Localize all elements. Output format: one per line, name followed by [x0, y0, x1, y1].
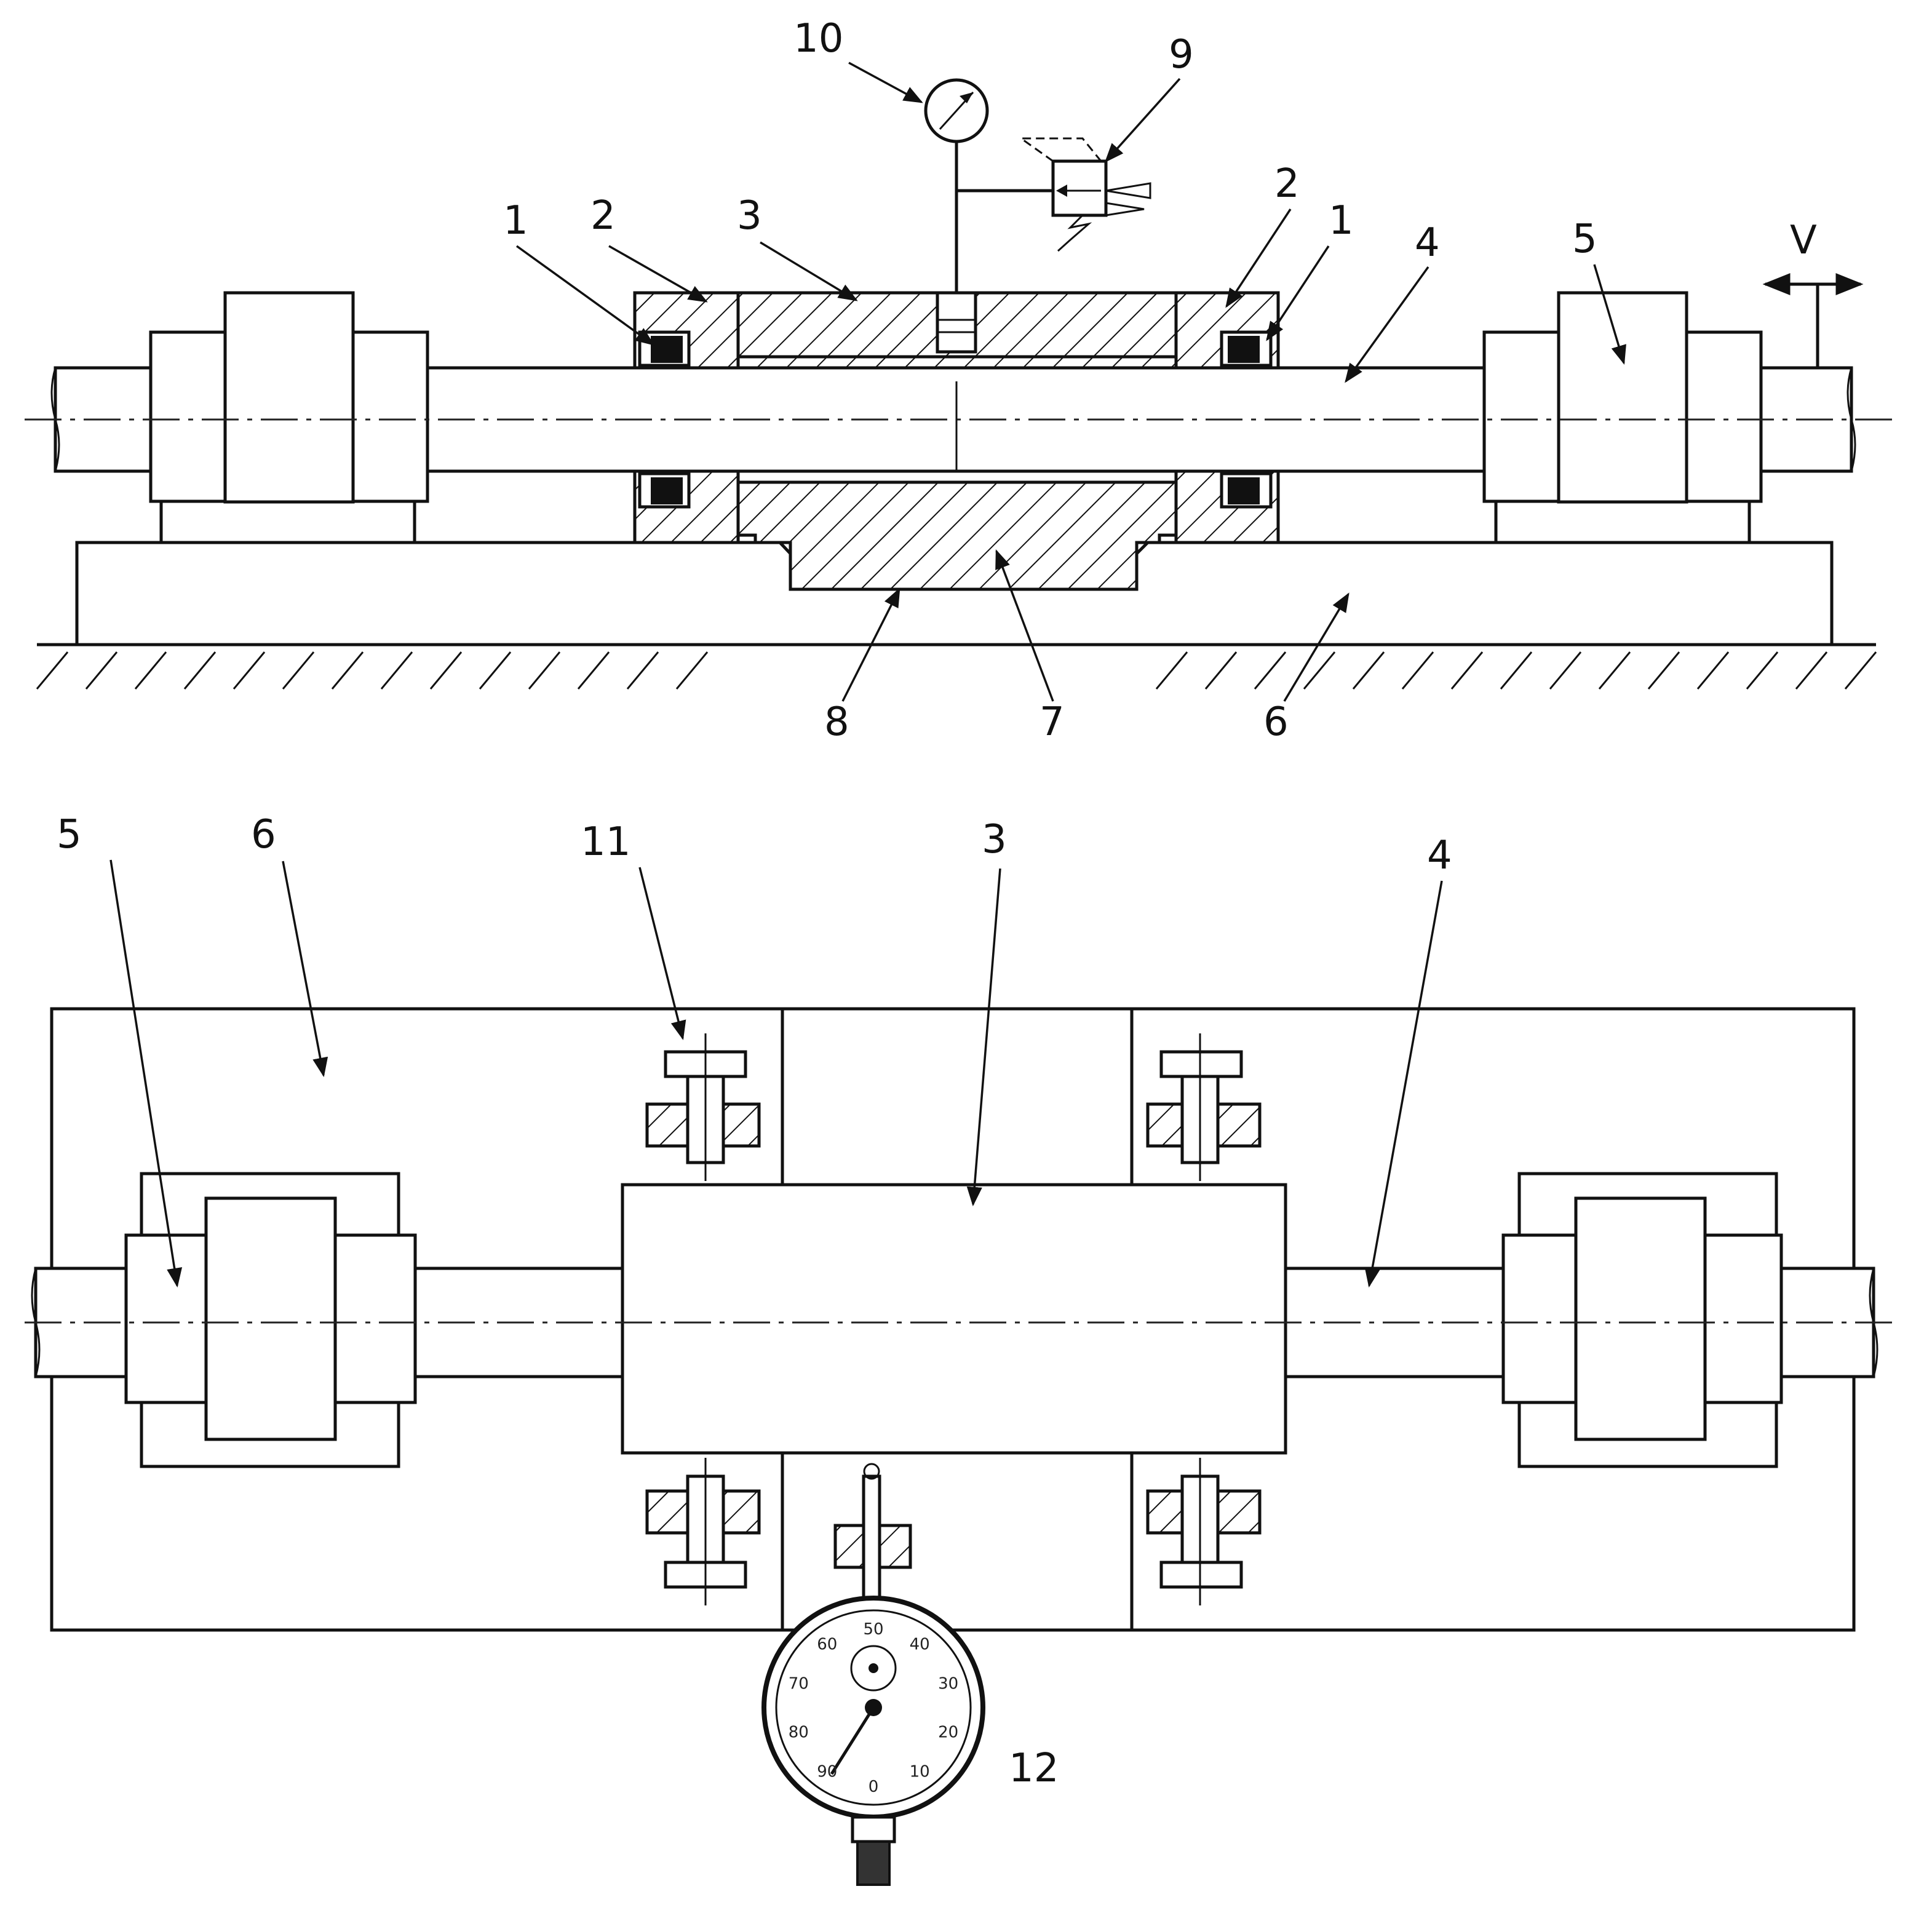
dial-scale-label: 50	[863, 1620, 883, 1639]
label-5-plan: 5	[57, 812, 82, 857]
label-1-left: 1	[503, 198, 528, 244]
label-5-top: 5	[1572, 217, 1597, 262]
ground-hatch	[36, 643, 1877, 690]
bushing-insert	[736, 480, 1178, 591]
bolt-bottom-right	[1146, 1458, 1262, 1605]
label-v: V	[1790, 218, 1817, 263]
dial-indicator: 0 10 20 30 40 50 60 70 80 90	[761, 1463, 985, 1886]
label-8: 8	[824, 699, 849, 745]
label-2-left: 2	[590, 193, 616, 239]
dial-scale-label: 20	[938, 1724, 958, 1742]
chuck-left	[149, 291, 429, 544]
seal-housing-left	[633, 291, 740, 544]
relief-valve	[956, 137, 1151, 252]
label-7: 7	[1040, 699, 1065, 745]
dial-scale-label: 30	[938, 1674, 958, 1693]
dial-scale-label: 10	[910, 1763, 930, 1781]
plan-view: 0 10 20 30 40 50 60 70 80 90	[25, 1007, 1901, 1886]
dial-scale: 0 10 20 30 40 50 60 70 80 90	[789, 1620, 958, 1796]
bolt-top-left	[645, 1033, 761, 1181]
plan-chuck-right	[1501, 1172, 1783, 1468]
label-11: 11	[581, 819, 630, 865]
label-1-right: 1	[1329, 198, 1354, 244]
pressure-gauge	[924, 78, 989, 143]
label-6-plan: 6	[251, 812, 276, 857]
label-12: 12	[1009, 1746, 1059, 1791]
label-6-top: 6	[1263, 699, 1289, 745]
section-labels: 10 9 1 2 3 2 1 4 5 V 8 7 6	[503, 16, 1817, 745]
label-3-plan: 3	[982, 817, 1007, 862]
dial-scale-label: 60	[817, 1635, 837, 1653]
velocity-arrow	[1762, 273, 1864, 368]
section-view	[25, 78, 1894, 690]
plan-chuck-left	[124, 1172, 417, 1468]
plan-labels: 5 6 11 3 4 12	[57, 812, 1452, 1791]
label-4-plan: 4	[1427, 833, 1452, 878]
dial-scale-label: 80	[789, 1724, 809, 1742]
label-2-right: 2	[1274, 161, 1300, 207]
plan-bushing	[621, 1183, 1287, 1455]
label-4-top: 4	[1415, 220, 1440, 266]
seal-housing-right	[1174, 291, 1280, 544]
dial-scale-label: 70	[789, 1674, 809, 1693]
label-3-top: 3	[737, 193, 762, 239]
dial-scale-label: 0	[869, 1778, 879, 1796]
label-9: 9	[1169, 32, 1194, 78]
chuck-right	[1482, 291, 1763, 544]
bolt-top-right	[1146, 1033, 1262, 1181]
dial-scale-label: 40	[910, 1635, 930, 1653]
label-10: 10	[793, 16, 843, 62]
bolt-bottom-left	[645, 1458, 761, 1605]
dial-scale-label: 90	[817, 1763, 837, 1781]
